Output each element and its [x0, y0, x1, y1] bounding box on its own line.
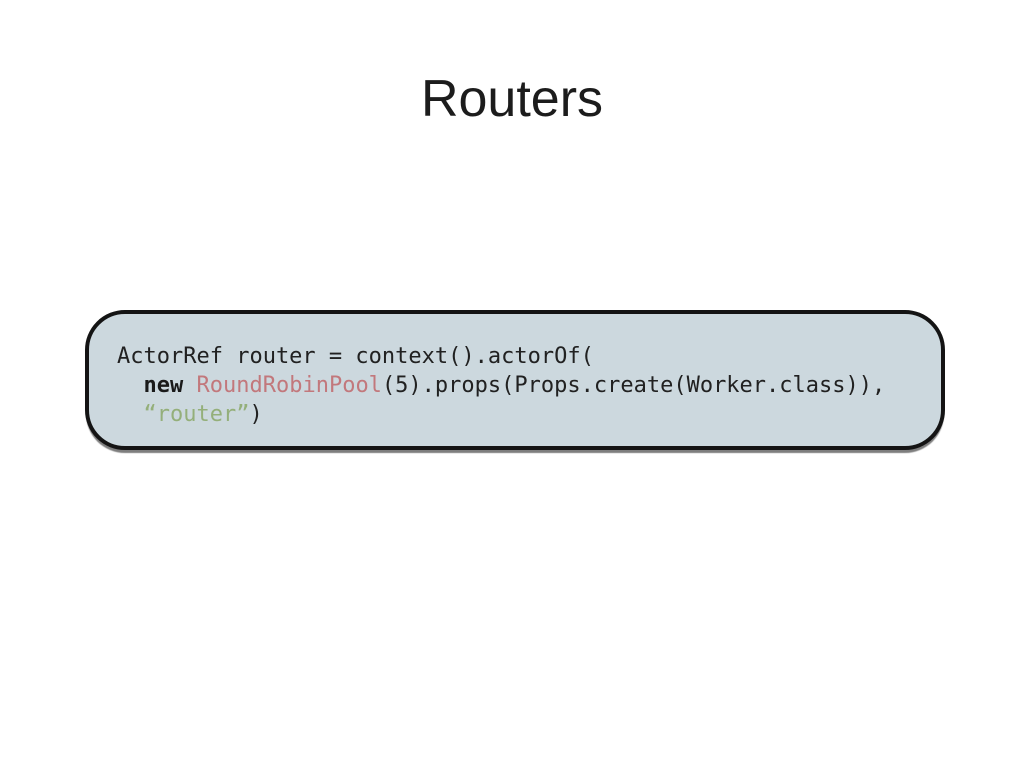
slide-title: Routers: [420, 70, 604, 128]
code-token: [183, 373, 196, 398]
code-token: [117, 402, 144, 427]
code-token: ActorRef router = context().actorOf(: [117, 344, 594, 369]
code-token: [117, 373, 144, 398]
code-token: “router”: [143, 402, 250, 427]
code-line: new RoundRobinPool(5).props(Props.create…: [117, 373, 886, 398]
code-token: new: [143, 373, 184, 398]
code-snippet: ActorRef router = context().actorOf( new…: [117, 342, 885, 429]
code-line: “router”): [117, 402, 263, 427]
code-box: ActorRef router = context().actorOf( new…: [85, 310, 945, 450]
code-token: ): [249, 402, 263, 427]
code-token: (5).props(Props.create(Worker.class)),: [381, 373, 886, 398]
code-token: RoundRobinPool: [196, 373, 382, 398]
code-line: ActorRef router = context().actorOf(: [117, 344, 594, 369]
